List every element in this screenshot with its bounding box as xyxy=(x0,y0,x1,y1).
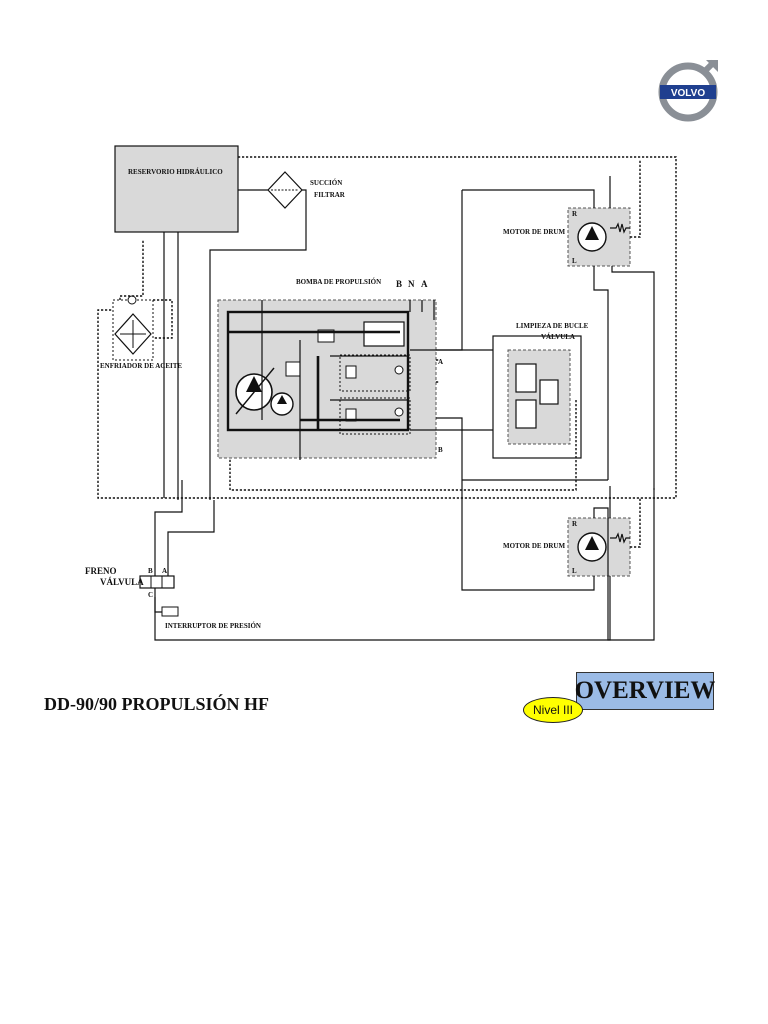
brake-port-c: C xyxy=(148,591,153,599)
motor-upper-port-l: L xyxy=(572,257,577,265)
motor-lower-port-r: R xyxy=(572,520,578,528)
oil-cooler-label: ENFRIADOR DE ACEITE xyxy=(100,362,182,370)
loop-flush-label-1: LIMPIEZA DE BUCLE xyxy=(516,322,589,330)
pump-port-b: B xyxy=(396,279,402,289)
motor-lower-label: MOTOR DE DRUM xyxy=(503,542,565,550)
hydraulic-diagram: RESERVORIO HIDRÁULICO SUCCIÓN FILTRAR EN… xyxy=(85,145,677,641)
pump-outlet-a: A xyxy=(438,358,443,366)
suction-filter-label-1: SUCCIÓN xyxy=(310,179,342,187)
brake-port-a: A xyxy=(162,567,167,575)
brake-valve-symbol xyxy=(139,575,175,589)
level-badge: Nivel III xyxy=(523,697,583,723)
pump-outlet-b: B xyxy=(438,446,443,454)
suction-filter-label-2: FILTRAR xyxy=(314,191,346,199)
reservoir-box xyxy=(114,145,239,233)
logo-text: VOLVO xyxy=(671,88,705,99)
pressure-switch-label: INTERRUPTOR DE PRESIÓN xyxy=(165,622,261,630)
brake-valve-label-2: VÁLVULA xyxy=(100,577,144,587)
pressure-switch-symbol xyxy=(161,606,179,617)
reservoir-label: RESERVORIO HIDRÁULICO xyxy=(128,168,223,176)
pump-port-n: N xyxy=(408,279,415,289)
motor-upper-port-r: R xyxy=(572,210,578,218)
motor-lower-port-l: L xyxy=(572,567,577,575)
brake-port-b: B xyxy=(148,567,153,575)
volvo-logo-icon: VOLVO xyxy=(658,59,718,122)
motor-upper-label: MOTOR DE DRUM xyxy=(503,228,565,236)
page-title: DD-90/90 PROPULSIÓN HF xyxy=(44,694,269,714)
pump-port-a: A xyxy=(421,279,428,289)
pump-label: BOMBA DE PROPULSIÓN xyxy=(296,278,381,286)
overview-badge: OVERVIEW xyxy=(575,672,715,710)
loop-flush-label-2: VÁLVULA xyxy=(541,333,575,341)
brake-valve-label-1: FRENO xyxy=(85,566,117,576)
volvo-logo: VOLVO xyxy=(652,56,724,136)
